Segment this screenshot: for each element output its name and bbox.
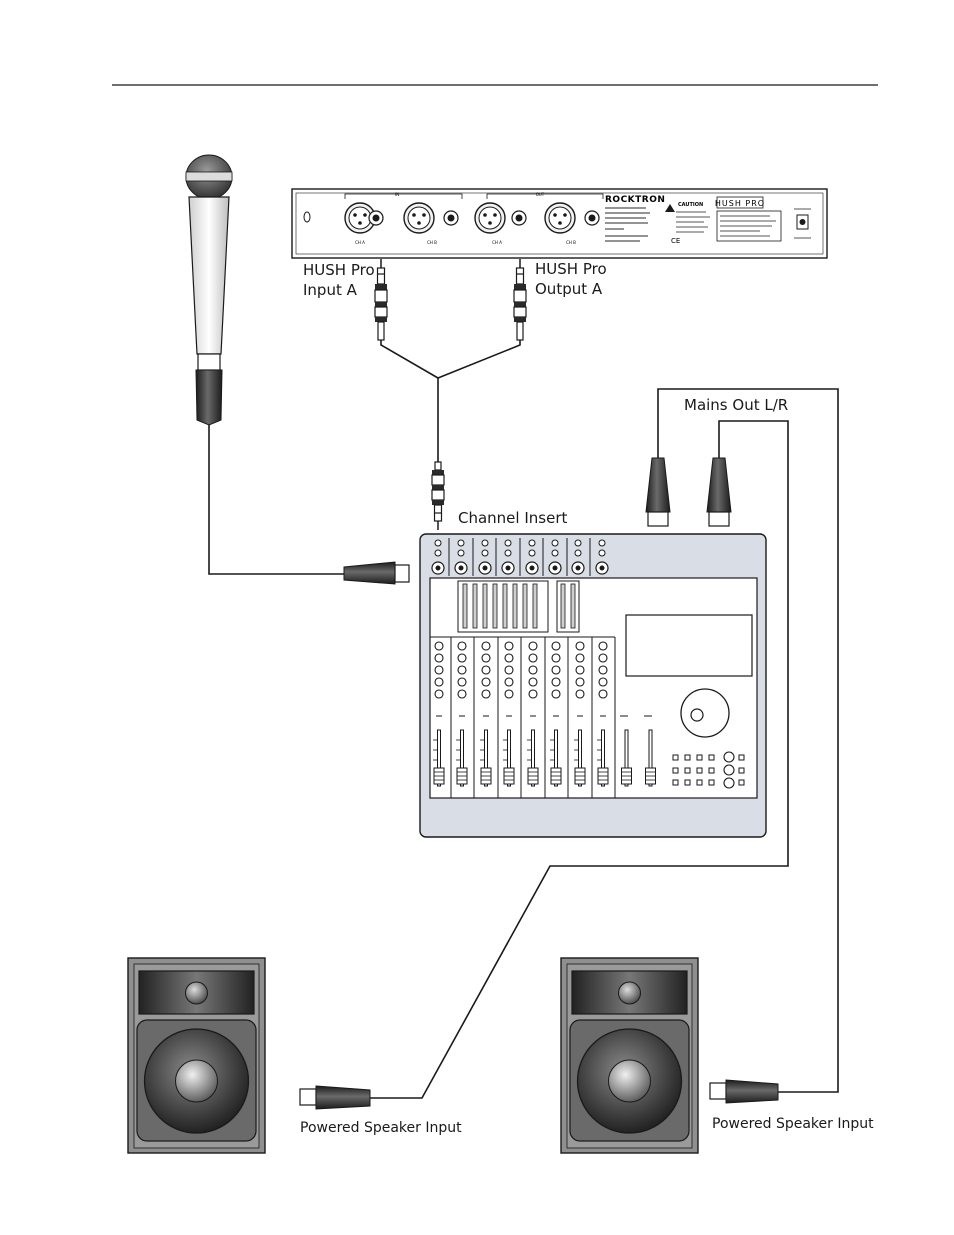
y-cable-wire — [438, 340, 520, 378]
hush-xlr-jack — [404, 203, 434, 233]
mic-body — [189, 197, 229, 354]
tweeter — [186, 982, 208, 1004]
speaker-right — [561, 958, 698, 1153]
jog-wheel — [681, 689, 729, 737]
channel-insert-label: Channel Insert — [458, 508, 567, 528]
xlr-plug — [300, 1086, 370, 1109]
master-knobs — [724, 752, 734, 788]
mixer — [420, 534, 766, 837]
meter-bridge-main — [557, 581, 579, 632]
hush-pro-unit: IN OUT CH A CH B CH A — [292, 189, 827, 258]
y-cable-wire — [381, 340, 438, 462]
trs-plug — [432, 462, 444, 530]
hush-output-label: HUSH Pro Output A — [535, 259, 607, 299]
hush-input-label-line1: HUSH Pro — [303, 260, 375, 280]
microphone — [186, 155, 232, 370]
hush-xlr-jack — [545, 203, 575, 233]
hush-jack-label: CH A — [355, 240, 365, 245]
hush-jack-label: CH B — [566, 240, 576, 245]
trs-plug — [514, 259, 526, 340]
hush-xlr-jack — [475, 203, 505, 233]
hush-quarter-jack — [512, 211, 526, 225]
svg-text:CE: CE — [671, 237, 680, 245]
speaker-left — [128, 958, 265, 1153]
xlr-plug — [344, 562, 395, 584]
tweeter — [619, 982, 641, 1004]
trs-plug — [375, 259, 387, 340]
hush-quarter-jack — [444, 211, 458, 225]
mains-out-label: Mains Out L/R — [684, 395, 788, 415]
woofer-cap — [609, 1060, 651, 1102]
hush-in-label: IN — [395, 192, 399, 197]
xlr-plug — [646, 458, 670, 512]
hush-jack-label: CH B — [427, 240, 437, 245]
hush-output-label-line1: HUSH Pro — [535, 259, 607, 279]
hush-logo: HUSH PRO — [715, 199, 765, 208]
mic-cable — [209, 425, 344, 574]
hush-quarter-jack — [369, 211, 383, 225]
mixer-display — [626, 615, 752, 676]
hush-quarter-jack — [585, 211, 599, 225]
xlr-plug — [196, 370, 222, 425]
rocktron-logo: ROCKTRON — [605, 195, 665, 205]
hush-input-label-line2: Input A — [303, 280, 375, 300]
hush-output-label-line2: Output A — [535, 279, 607, 299]
speaker-input-label-right: Powered Speaker Input — [712, 1115, 874, 1133]
woofer-cap — [176, 1060, 218, 1102]
hush-out-label: OUT — [536, 192, 545, 197]
hush-input-label: HUSH Pro Input A — [303, 260, 375, 300]
xlr-plug — [710, 1080, 778, 1103]
caution-label: CAUTION — [678, 202, 703, 208]
insert-y-cable — [375, 259, 526, 530]
hush-jack-label: CH A — [492, 240, 502, 245]
speaker-input-label-left: Powered Speaker Input — [300, 1119, 462, 1137]
xlr-plug — [707, 458, 731, 512]
